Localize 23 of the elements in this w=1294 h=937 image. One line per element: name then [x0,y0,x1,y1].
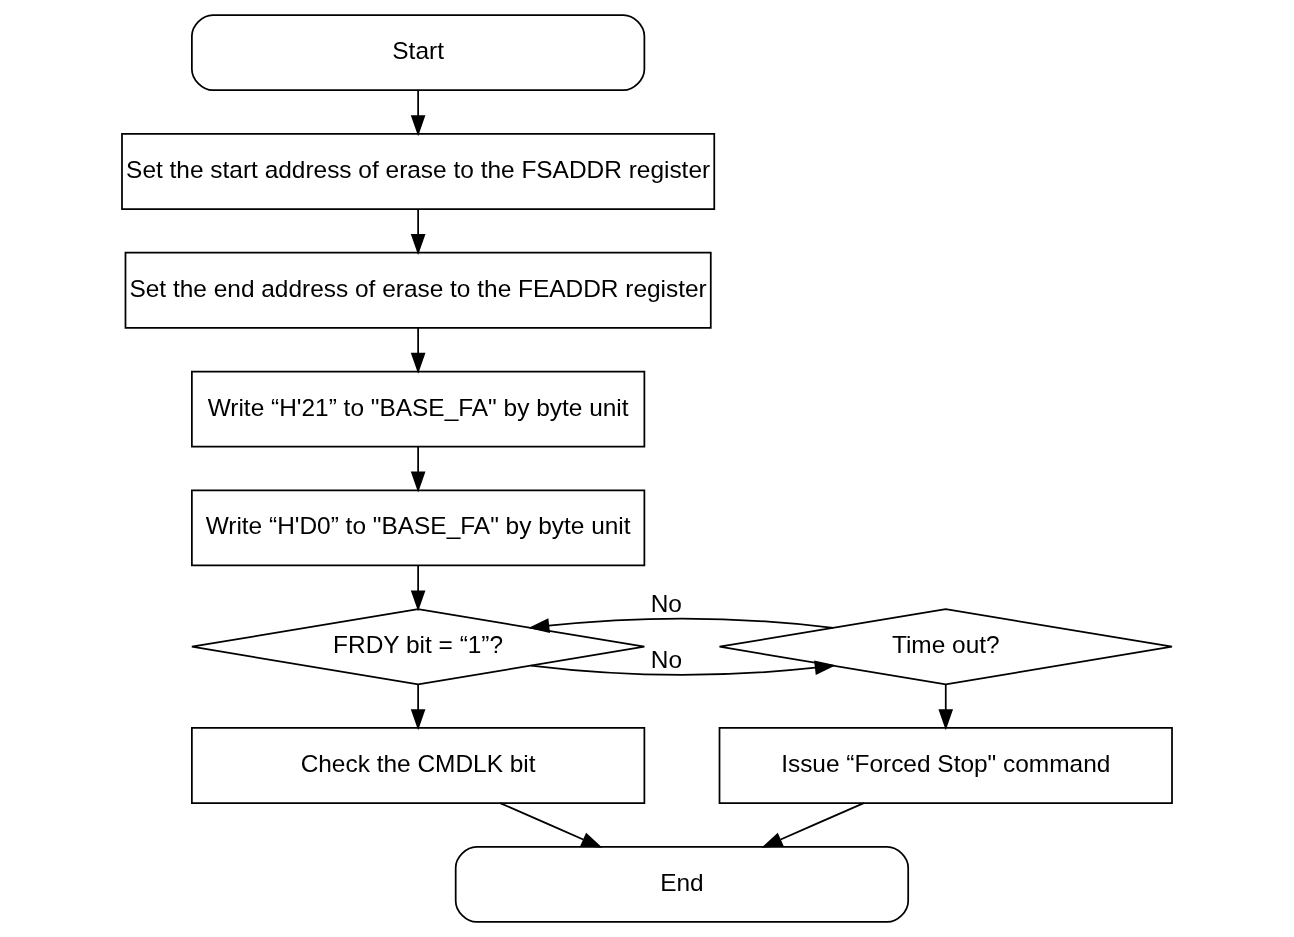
arrow [410,683,426,731]
edge-label: No [650,589,682,617]
arrow [938,683,954,731]
node-box: Set the end address of erase to the FEADDR register [124,251,712,329]
node-diamond: FRDY bit = “1”? [191,608,646,686]
node-box: Issue “Forced Stop" command [718,727,1173,804]
node-box: Set the start address of erase to the FSADDR register [121,133,716,210]
arrow [410,327,426,374]
node-box: Write “H'21” to "BASE_FA" by byte unit [191,370,646,448]
arrow [410,89,426,137]
arrow [761,802,865,848]
arrow [410,564,426,612]
arrow [499,802,603,848]
edge-label: No [650,646,682,674]
node-box: Check the CMDLK bit [191,727,646,804]
node-box: Write “H'D0” to "BASE_FA" by byte unit [191,489,646,567]
arrow [530,660,836,676]
node-box: End [454,845,910,923]
arrow [410,445,426,493]
node-diamond: Time out? [718,608,1173,686]
arrow [410,208,426,255]
node-box: Start [191,14,646,92]
arrow [528,617,835,633]
